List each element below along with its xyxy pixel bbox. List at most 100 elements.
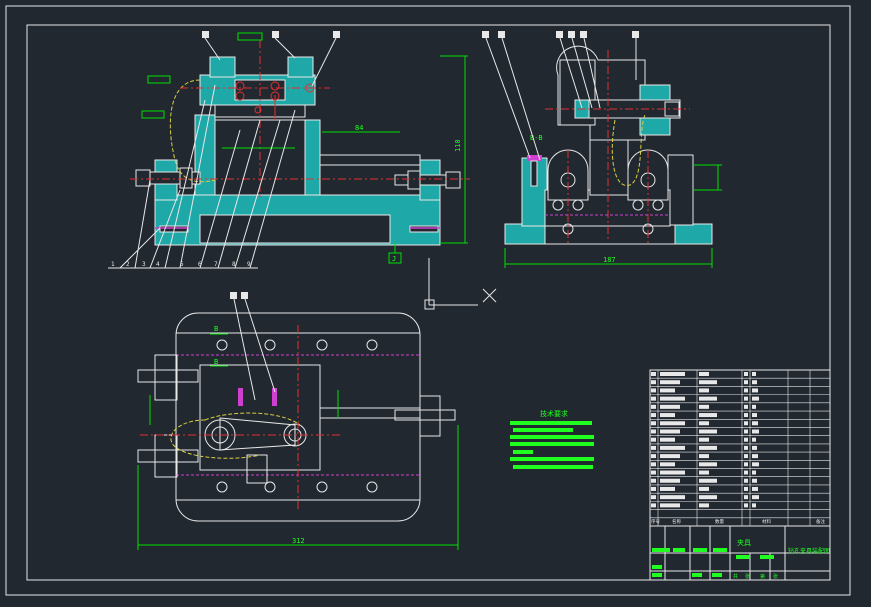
parts-table-cell-text [752, 470, 756, 475]
overall-width-dimension-label: 312 [292, 537, 305, 545]
outer-sheet-border [5, 5, 851, 596]
parts-table-cell-text [660, 454, 680, 459]
parts-table-cell-text [651, 421, 656, 426]
part-balloons: 1 2 3 4 5 6 7 8 9 [108, 84, 296, 269]
parts-table-cell-text [699, 396, 717, 401]
parts-table-cell-text [660, 462, 675, 467]
balloon-8: 8 [232, 261, 236, 268]
parts-table-cell-text [660, 437, 675, 442]
parts-table-cell-text [651, 454, 656, 459]
parts-table-cell-text [744, 478, 748, 483]
parts-table-cell-text [744, 388, 748, 393]
parts-table-cell-text [744, 429, 748, 434]
section-marker-top: B [214, 325, 218, 333]
footer-sheet-label: 张 [773, 573, 778, 580]
parts-table-cell-text [699, 503, 709, 508]
parts-table-cell-text [752, 404, 756, 409]
parts-table-cell-text [744, 404, 748, 409]
parts-table-cell-text [752, 413, 757, 418]
parts-table-cell-text [660, 429, 680, 434]
parts-table-cell-text [651, 413, 656, 418]
front-section-view[interactable]: 110 84 J [130, 31, 470, 264]
parts-table-cell-text [699, 380, 717, 385]
parts-table-cell-text [744, 437, 748, 442]
parts-table-header: 备注 [816, 518, 825, 525]
parts-table-cell-text [651, 503, 656, 508]
parts-table-cell-text [752, 486, 758, 491]
footer-sheets-label: 张 [745, 573, 750, 580]
parts-table-cell-text [752, 445, 757, 450]
parts-table-cell-text [744, 421, 748, 426]
section-view-label: B-B [530, 134, 543, 142]
parts-table-cell-text [752, 396, 759, 401]
parts-table-cell-text [744, 495, 748, 500]
parts-table-cell-text [660, 495, 685, 500]
parts-table-cell-text [660, 388, 675, 393]
ucs-axis-icon [424, 258, 497, 310]
section-marker-bottom: B [214, 358, 218, 366]
notes-title: 技术要求 [540, 409, 568, 418]
parts-table-cell-text [651, 445, 656, 450]
parts-table-cell-text [752, 429, 759, 434]
parts-list-table[interactable]: 序号名称数量材料备注 [649, 369, 831, 527]
parts-table-cell-text [752, 495, 759, 500]
inner-drawing-frame [26, 24, 831, 581]
parts-table-cell-text [752, 437, 756, 442]
parts-table-cell-text [752, 372, 756, 376]
parts-table-cell-text [699, 478, 717, 483]
parts-table-cell-text [744, 413, 748, 418]
balloon-2: 2 [126, 261, 130, 268]
parts-table-cell-text [699, 429, 717, 434]
parts-table-cell-text [744, 454, 748, 459]
technical-notes: 技术要求 [510, 409, 594, 469]
parts-table-header: 名称 [672, 518, 681, 525]
parts-table-cell-text [699, 404, 709, 409]
parts-table-header: 序号 [651, 518, 660, 525]
parts-table-cell-text [744, 380, 748, 385]
parts-table-cell-text [699, 445, 717, 450]
parts-table-cell-text [651, 380, 656, 385]
parts-table-cell-text [752, 478, 757, 483]
parts-table-cell-text [699, 462, 717, 467]
balloon-4: 4 [156, 261, 160, 268]
side-view[interactable]: 187 B-B [482, 31, 722, 268]
parts-table-cell-text [660, 486, 675, 491]
parts-table-cell-text [699, 413, 717, 418]
drawing-name: 钻孔夹具装配图 [788, 547, 830, 555]
title-block-mark: 夹具 [737, 538, 751, 547]
parts-table-cell-text [660, 503, 680, 508]
height-dimension-label: 110 [454, 139, 462, 152]
parts-table-cell-text [651, 478, 656, 483]
parts-table-header: 材料 [762, 518, 771, 525]
parts-table-cell-text [699, 495, 717, 500]
title-block[interactable]: 夹具 钻孔夹具装配图 共 张 第 张 [649, 525, 831, 581]
parts-table-cell-text [699, 388, 709, 393]
parts-table-cell-text [744, 470, 748, 475]
balloon-5: 5 [180, 261, 184, 268]
parts-table-cell-text [660, 404, 680, 409]
parts-table-cell-text [651, 396, 656, 401]
parts-table-cell-text [699, 454, 709, 459]
parts-table-cell-text [660, 421, 685, 426]
parts-table-cell-text [651, 437, 656, 442]
parts-table-cell-text [660, 445, 685, 450]
top-view[interactable]: B B 312 [137, 292, 459, 550]
footer-sheet-no-label: 第 [760, 573, 765, 580]
side-width-dimension-label: 187 [603, 256, 616, 264]
parts-table-cell-text [651, 388, 656, 393]
parts-table-cell-text [699, 421, 709, 426]
parts-table-cell-text [699, 486, 709, 491]
parts-table-cell-text [651, 486, 656, 491]
parts-table-cell-text [660, 372, 685, 376]
balloon-9: 9 [247, 261, 251, 268]
parts-table-cell-text [651, 495, 656, 500]
parts-table-cell-text [752, 462, 759, 467]
parts-table-cell-text [699, 470, 709, 475]
parts-table-cell-text [752, 503, 756, 508]
parts-table-cell-text [744, 462, 748, 467]
parts-table-cell-text [752, 421, 758, 426]
parts-table-cell-text [744, 445, 748, 450]
parts-table-cell-text [660, 413, 675, 418]
parts-table-cell-text [744, 396, 748, 401]
